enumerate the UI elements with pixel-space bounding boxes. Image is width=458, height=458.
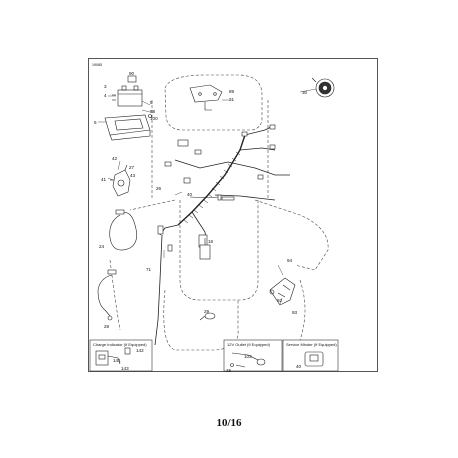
callout-143: 143	[121, 366, 129, 371]
battery-cable	[97, 269, 117, 321]
callout-40: 40	[187, 192, 193, 197]
callout-4: 4	[104, 93, 107, 98]
callout-27: 27	[129, 165, 135, 170]
callout-71: 71	[146, 267, 152, 272]
callout-93: 93	[292, 310, 298, 315]
battery-tray	[104, 114, 152, 141]
seat-switch	[189, 84, 223, 111]
callout-41: 41	[101, 177, 107, 182]
tractor-outline	[109, 74, 329, 351]
callout-29: 29	[204, 309, 210, 314]
callout-30: 30	[302, 90, 308, 95]
callout-6: 6	[94, 120, 97, 125]
callout-15: 15	[226, 368, 232, 373]
charge-indicator	[95, 347, 131, 366]
callout-103: 103	[244, 354, 252, 359]
callout-141: 141	[113, 358, 121, 363]
callout-5: 5	[150, 100, 153, 105]
callout-16: 16	[208, 239, 214, 244]
diagram-code: 19085	[92, 63, 102, 67]
charge-indicator-title: Charge Indicator (If Equipped)	[93, 342, 147, 347]
ignition-switch	[311, 77, 335, 98]
module-16	[199, 238, 211, 260]
callout-31: 31	[229, 97, 235, 102]
solenoid	[110, 164, 131, 197]
harness-wrap	[183, 151, 241, 224]
main-harness	[154, 124, 290, 346]
callout-40-service: 40	[296, 364, 302, 369]
callout-100: 100	[150, 116, 158, 121]
callout-94: 94	[287, 258, 293, 263]
leader-lines	[98, 88, 317, 305]
page-number: 10/16	[216, 417, 242, 429]
pto-clutch	[269, 277, 296, 306]
callouts: 90 3 4 5 88 100 30 6 89 31 42 27 41 43 2…	[94, 71, 308, 373]
ground-strap	[189, 194, 222, 201]
service-minder-title: Service Minder (If Equipped)	[286, 342, 337, 347]
callout-89: 89	[229, 89, 235, 94]
harness-connectors	[157, 124, 276, 252]
callout-43: 43	[130, 173, 136, 178]
callout-42: 42	[112, 156, 118, 161]
wiring-diagram-frame	[88, 58, 378, 372]
callout-88: 88	[150, 109, 156, 114]
outlet-12v	[230, 352, 266, 368]
callout-142: 142	[136, 348, 144, 353]
battery	[112, 75, 143, 107]
outlet-12v-title: 12V Outlet (If Equipped)	[227, 342, 271, 347]
module-center	[199, 312, 216, 321]
callout-24-upper: 24	[99, 244, 105, 249]
ground-cable	[109, 209, 137, 251]
service-minder	[304, 351, 324, 367]
callout-90: 90	[129, 71, 135, 76]
callout-26: 26	[156, 186, 162, 191]
callout-3: 3	[104, 84, 107, 89]
callout-92: 92	[277, 298, 283, 303]
callout-28: 28	[104, 324, 110, 329]
